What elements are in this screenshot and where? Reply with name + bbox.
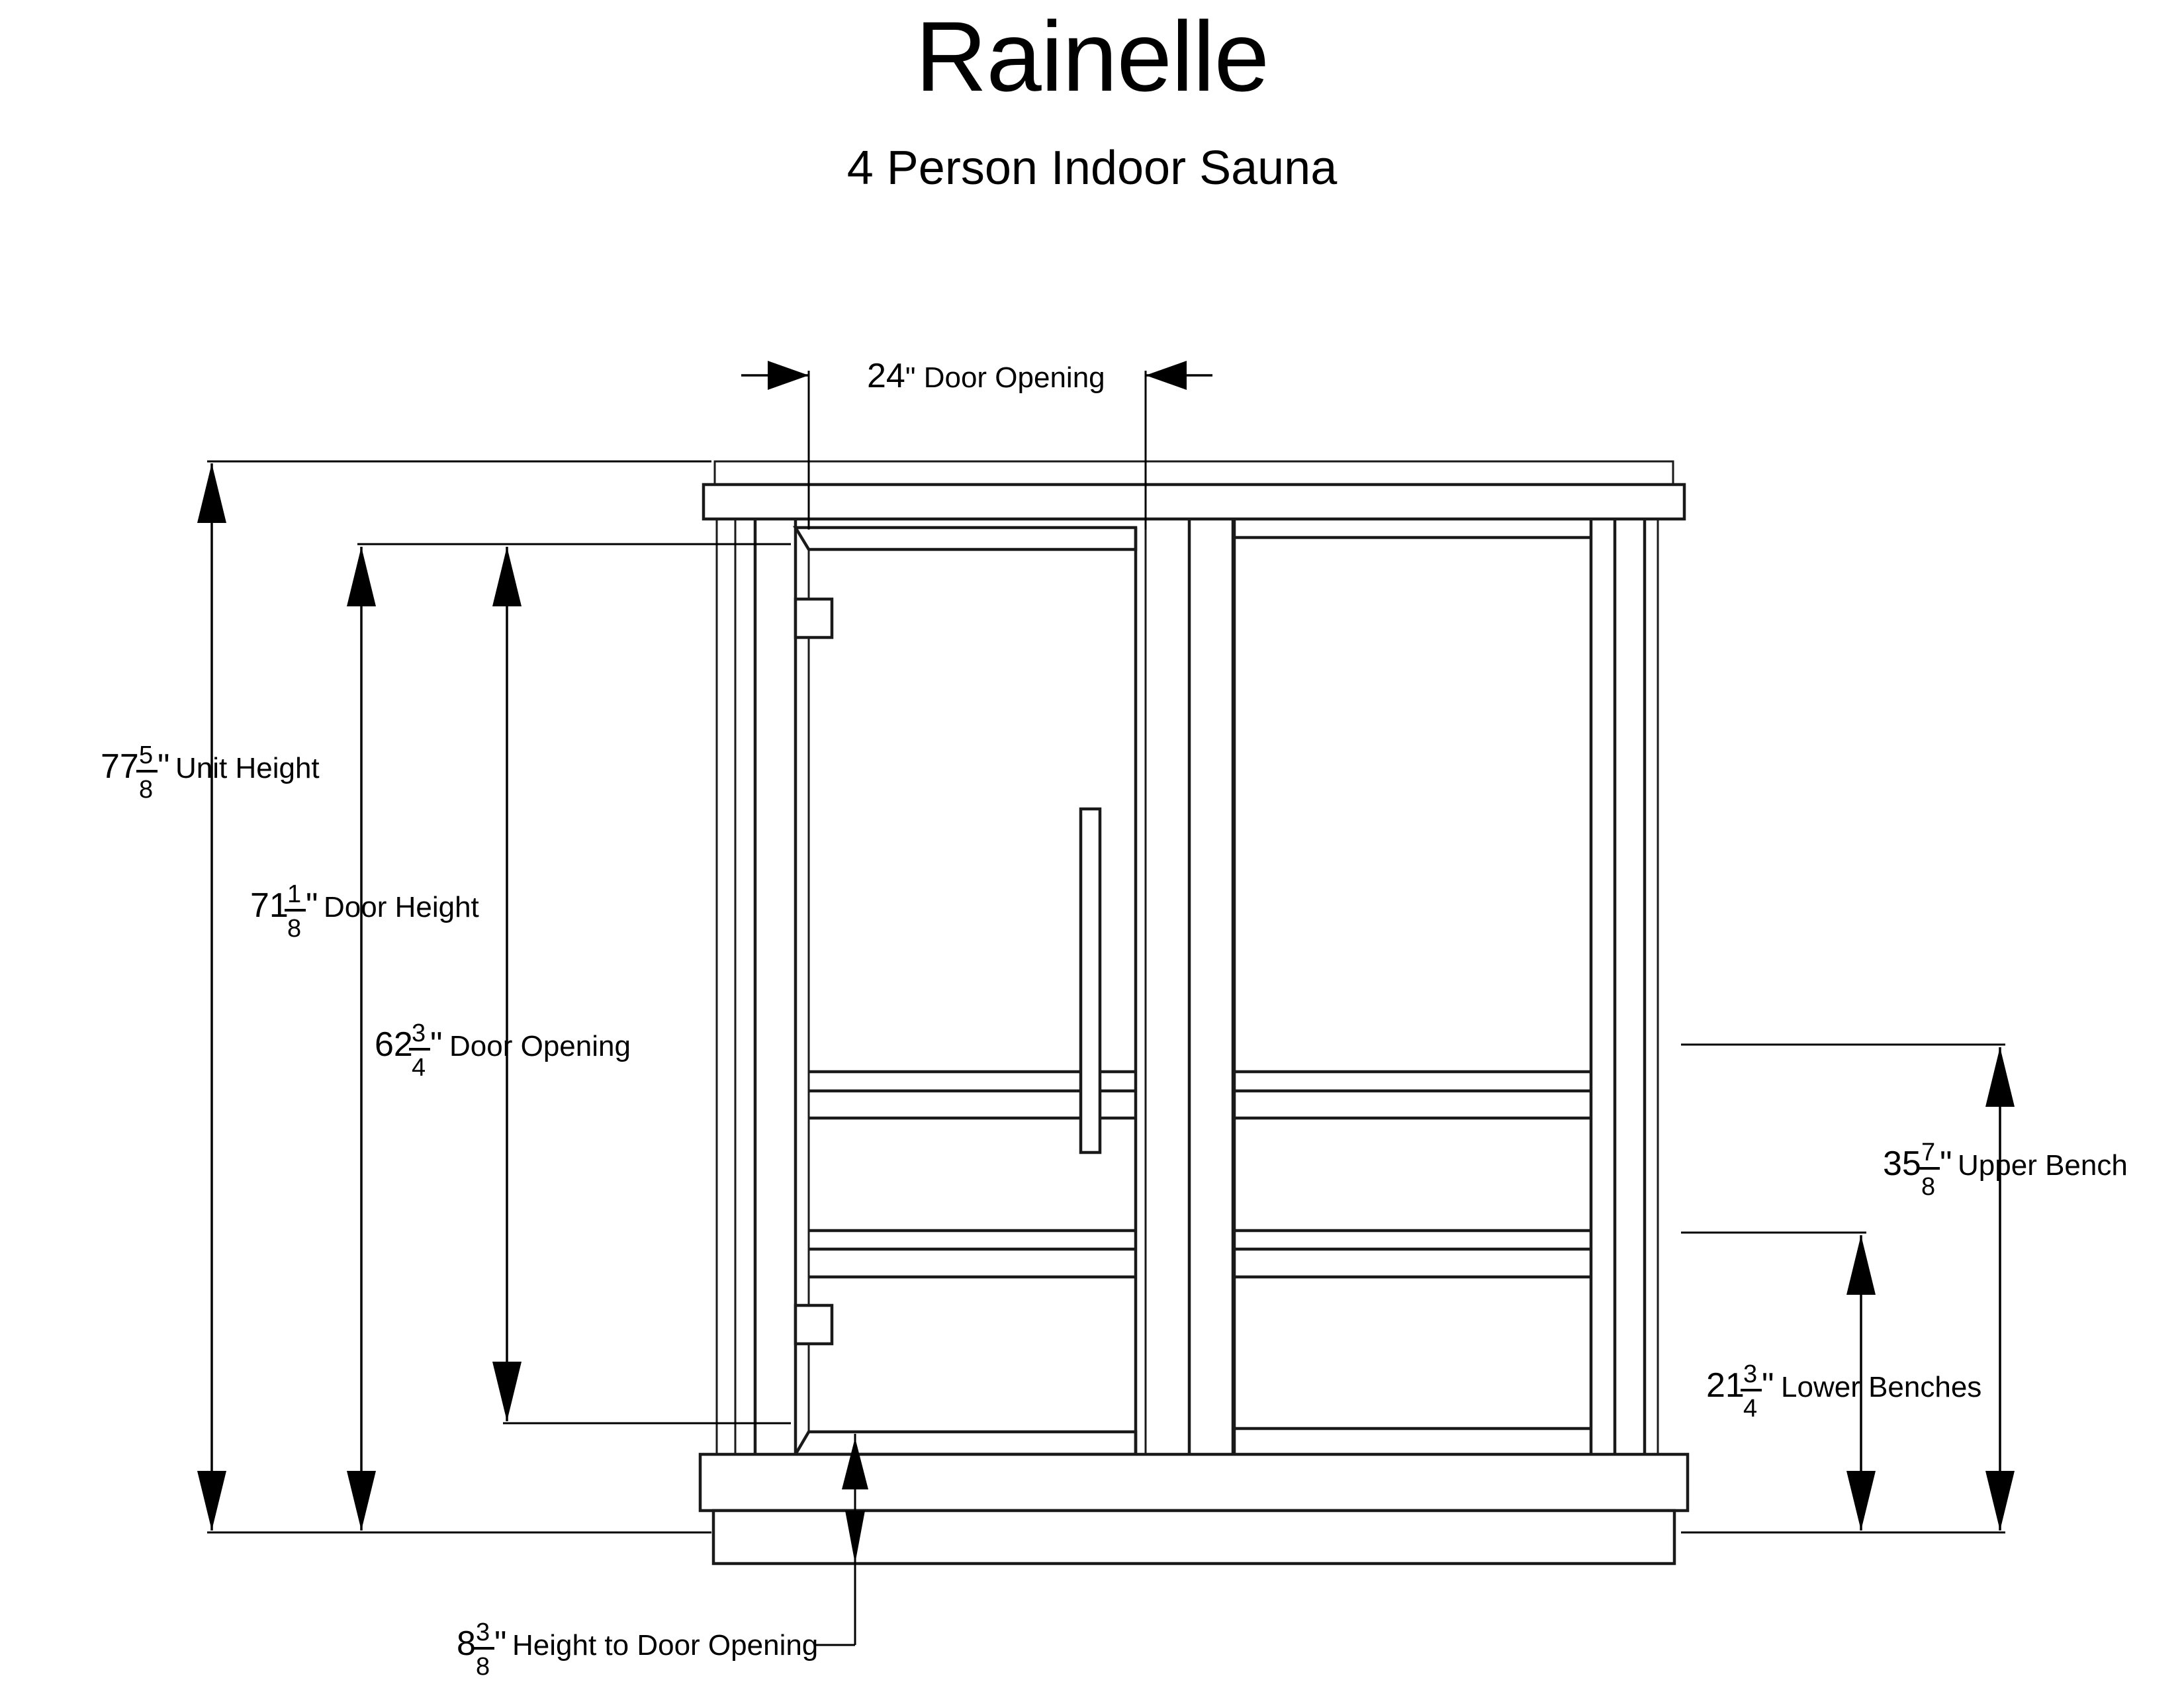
dim-frac-numerator: 3 [476, 1618, 490, 1646]
dim-unit: " [905, 361, 916, 394]
dim-label-door-opening-width: 24" Door Opening [867, 357, 1105, 395]
dim-value-whole: 35 [1883, 1145, 1921, 1183]
svg-text:77: 77 [101, 747, 139, 786]
dim-label-upper-bench: 35 7 8 " Upper Bench [1883, 1139, 2128, 1201]
door-handle[interactable] [1079, 807, 1102, 1154]
dimension-door-opening-height: 62 3 4 " Door Opening [375, 543, 791, 1425]
dim-label-text: Unit Height [175, 752, 320, 784]
dim-label-text: Door Opening [449, 1030, 631, 1062]
dim-frac-denominator: 8 [139, 776, 153, 804]
dim-frac-denominator: 8 [476, 1653, 490, 1681]
arrowhead-lower-benches-bottom [1846, 1471, 1876, 1530]
dim-value-whole: 8 [457, 1624, 476, 1663]
arrowhead-left-pointing [1146, 361, 1187, 390]
svg-text:35: 35 [1883, 1145, 1921, 1183]
dim-label-text: Height to Door Opening [512, 1629, 818, 1662]
dim-label-door-height: 71 1 8 " Door Height [250, 880, 479, 943]
dim-frac-numerator: 3 [1743, 1360, 1757, 1388]
dim-frac-numerator: 7 [1921, 1139, 1935, 1166]
dimension-unit-height: 77 5 8 " Unit Height [101, 460, 711, 1534]
svg-text:62: 62 [375, 1025, 413, 1064]
dim-unit: " [1940, 1145, 1952, 1183]
dim-frac-denominator: 4 [1743, 1395, 1757, 1423]
arrowhead-upper-bench-top [1985, 1047, 2015, 1107]
dimension-door-opening-width: 24" Door Opening [741, 357, 1212, 530]
dim-label-door-opening-height: 62 3 4 " Door Opening [375, 1019, 631, 1082]
arrowhead-height-to-door-upper [842, 1438, 868, 1489]
arrowhead-door-opening-top [492, 547, 522, 606]
svg-text:21: 21 [1706, 1366, 1745, 1405]
arrowhead-door-height-top [347, 547, 376, 606]
dim-label-lower-benches: 21 3 4 " Lower Benches [1706, 1360, 1981, 1423]
dim-frac-denominator: 4 [412, 1054, 426, 1082]
dim-value-whole: 62 [375, 1025, 413, 1064]
arrowhead-door-height-bottom [347, 1471, 376, 1530]
dim-unit: " [494, 1624, 506, 1663]
arrowhead-unit-bottom [197, 1471, 226, 1530]
arrowhead-right-pointing [768, 361, 809, 390]
arrowhead-upper-bench-bottom [1985, 1471, 2015, 1530]
dim-frac-numerator: 5 [139, 741, 153, 769]
arrowhead-unit-top [197, 463, 226, 523]
door-sill-trim [793, 1430, 1138, 1456]
dim-label-text: Lower Benches [1781, 1371, 1981, 1403]
top-cap-band [702, 483, 1686, 521]
page-title: Rainelle [915, 1, 1269, 112]
dim-label-text: Door Opening [915, 361, 1105, 394]
svg-text:71: 71 [250, 886, 289, 925]
base-band-lower [711, 1509, 1676, 1566]
dim-label-text: Door Height [324, 891, 479, 923]
title-block: Rainelle 4 Person Indoor Sauna [0, 0, 2184, 192]
dim-unit: " [158, 747, 169, 786]
dim-value-whole: 24 [867, 357, 905, 395]
dim-unit: " [430, 1025, 442, 1064]
door-hinge-upper [794, 597, 834, 639]
dimension-door-height: 71 1 8 " Door Height [250, 543, 791, 1534]
arrowhead-door-opening-bottom [492, 1362, 522, 1421]
dim-unit: " [1762, 1366, 1774, 1405]
dimension-upper-bench: 35 7 8 " Upper Bench [1681, 1043, 2128, 1534]
dim-value-whole: 21 [1706, 1366, 1745, 1405]
page-subtitle: 4 Person Indoor Sauna [846, 142, 1338, 195]
dim-frac-numerator: 3 [412, 1019, 426, 1047]
door-hinge-lower [794, 1303, 834, 1346]
arrowhead-lower-benches-top [1846, 1235, 1876, 1295]
door-head-trim [793, 526, 1138, 551]
dim-frac-denominator: 8 [287, 915, 301, 943]
dim-value-whole: 71 [250, 886, 289, 925]
dimension-lower-benches: 21 3 4 " Lower Benches [1681, 1231, 1981, 1534]
dim-label-text: Upper Bench [1958, 1149, 2128, 1182]
dim-unit: " [306, 886, 318, 925]
dim-label-height-to-door-opening: 8 3 8 " Height to Door Opening [457, 1618, 818, 1681]
dim-label-unit-height: 77 5 8 " Unit Height [101, 741, 320, 804]
dim-frac-numerator: 1 [287, 880, 301, 908]
dim-frac-denominator: 8 [1921, 1173, 1935, 1201]
top-trim-rail [713, 460, 1674, 486]
dim-value-whole: 77 [101, 747, 139, 786]
dimension-height-to-door-opening: 8 3 8 " Height to Door Opening [457, 1434, 868, 1681]
arrowhead-height-to-door-lower [845, 1511, 865, 1564]
svg-text:8: 8 [457, 1624, 476, 1663]
sauna-cabinet [698, 460, 1690, 1566]
